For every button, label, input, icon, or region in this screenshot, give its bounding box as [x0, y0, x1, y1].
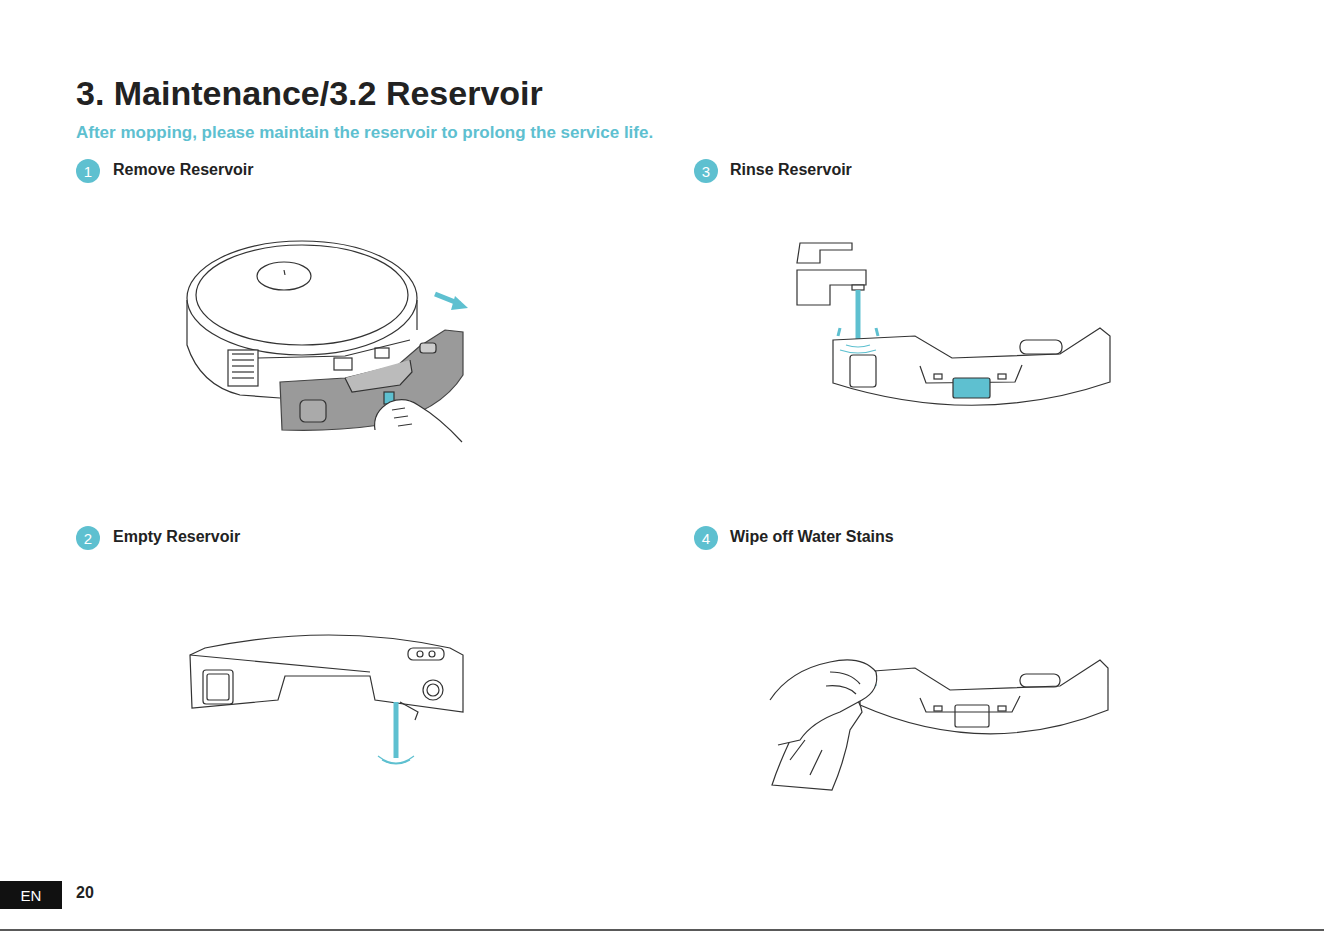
callout-number: 1: [84, 163, 92, 180]
language-tab: EN: [0, 881, 62, 909]
language-code: EN: [21, 887, 42, 904]
step-number-circle: 1: [76, 159, 100, 183]
subtitle: After mopping, please maintain the reser…: [76, 123, 653, 143]
step-heading: Remove Reservoir: [113, 161, 254, 179]
callout-number: 3: [702, 163, 710, 180]
reservoir-empty-illustration: [190, 635, 463, 764]
robot-illustration: [187, 241, 468, 442]
page-number: 20: [76, 884, 94, 902]
reservoir-rinse-illustration: [797, 243, 1110, 405]
page-title: 3. Maintenance/3.2 Reservoir: [76, 74, 543, 113]
reservoir-wipe-illustration: [770, 660, 1108, 790]
step-number-circle: 2: [76, 526, 100, 550]
step-heading: Empty Reservoir: [113, 528, 240, 546]
step-heading: Rinse Reservoir: [730, 161, 852, 179]
step-number-circle: 3: [694, 159, 718, 183]
step-heading: Wipe off Water Stains: [730, 528, 894, 546]
step-number-circle: 4: [694, 526, 718, 550]
callout-number: 4: [702, 530, 710, 547]
callout-number: 2: [84, 530, 92, 547]
